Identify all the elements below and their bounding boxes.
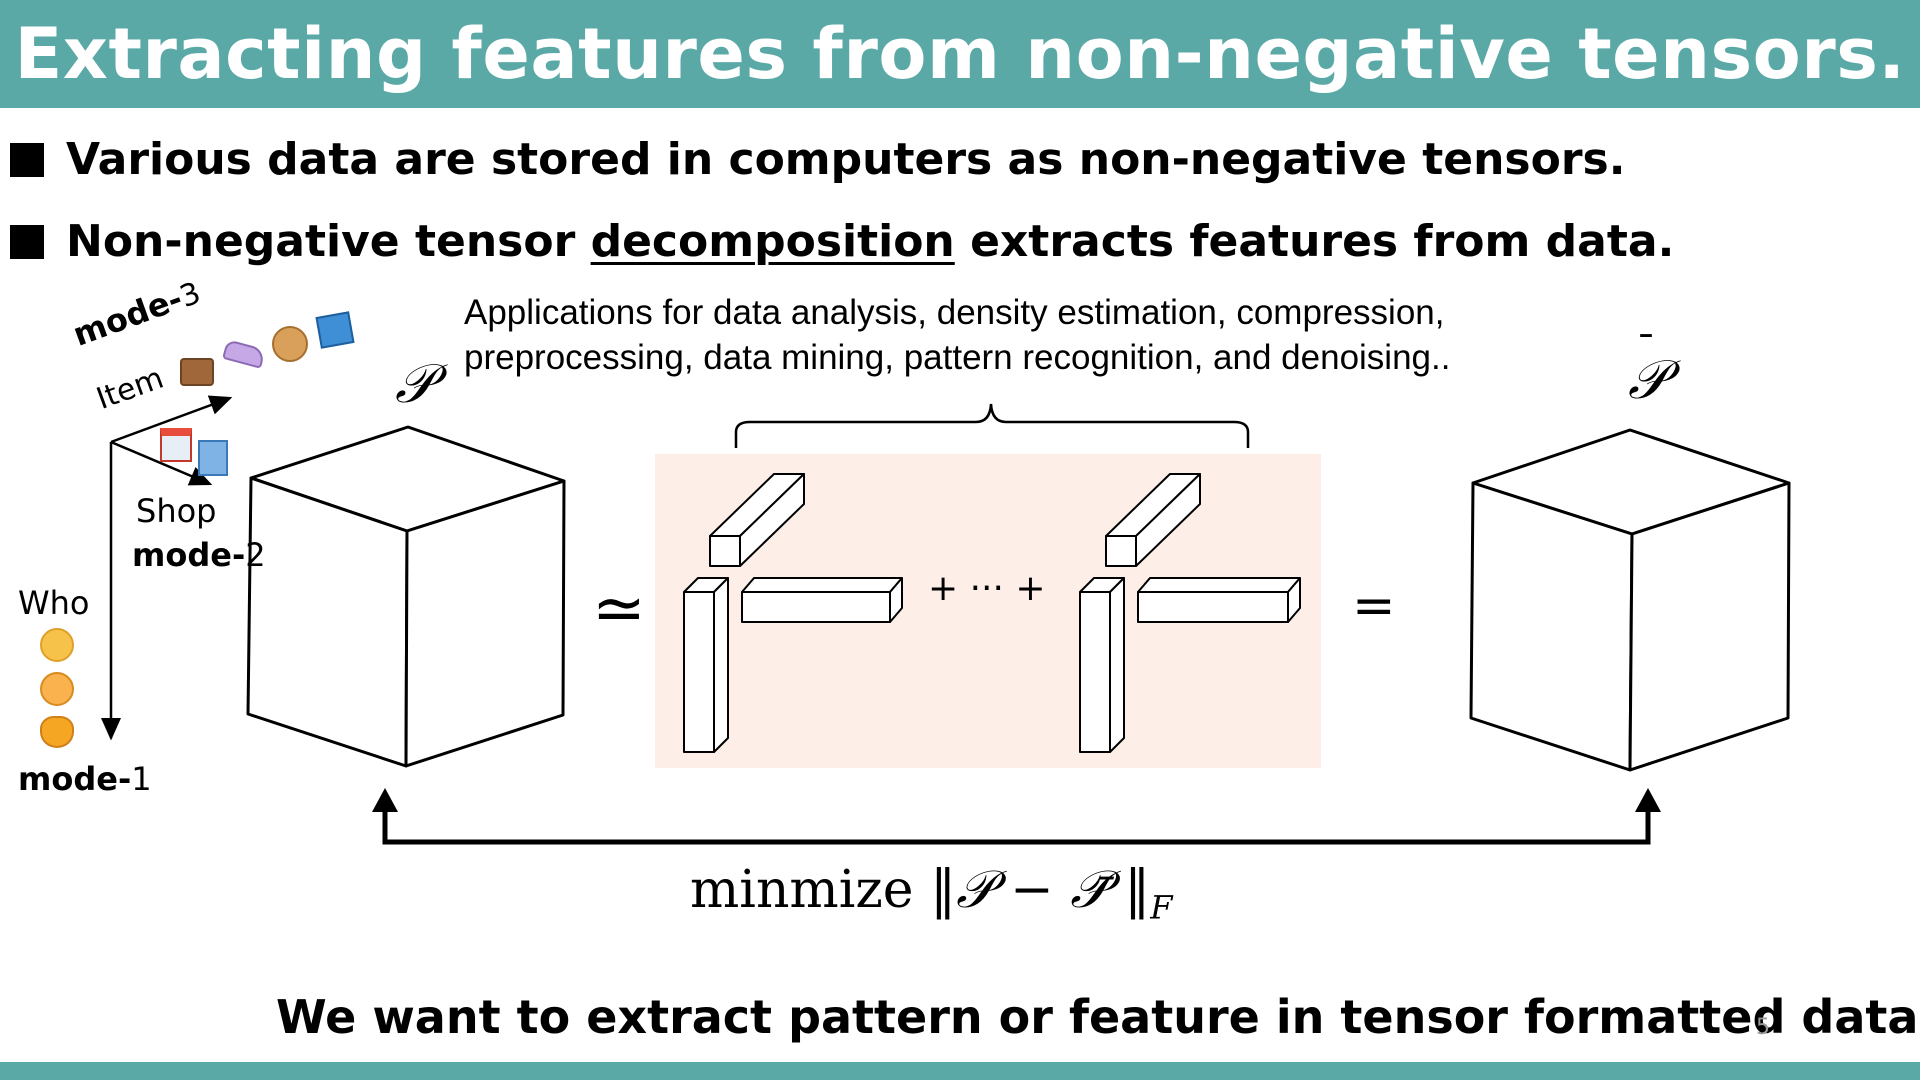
mode-1-num: 1: [131, 760, 152, 798]
applications-line-1: Applications for data analysis, density …: [464, 293, 1445, 332]
mode-2-axis: [110, 440, 213, 486]
objective-minus: −: [993, 860, 1071, 920]
factor-group-1: [683, 473, 903, 753]
curly-brace: [734, 403, 1250, 448]
tensor-p-cube: [246, 425, 566, 768]
mode-axes: [101, 395, 233, 741]
bar-mark: ¯: [1636, 328, 1656, 374]
cookie-icon: [272, 326, 308, 362]
page-number: 5: [1756, 1015, 1770, 1040]
tensor-pbar-cube: [1469, 428, 1791, 772]
mode-3-axis: [110, 395, 233, 444]
store-icon: [160, 428, 192, 462]
handbag-icon: [180, 358, 214, 386]
approx-symbol: ≃: [592, 572, 646, 646]
bullet-square-icon: [10, 142, 44, 177]
norm-close: ‖: [1107, 860, 1151, 920]
arrow-head-left: [372, 788, 398, 812]
objective-prefix: minmize: [690, 860, 931, 920]
mode-1-mode: mode-: [18, 760, 132, 798]
plus-dots-symbol: + ··· +: [928, 568, 1046, 609]
shop-label: Shop: [136, 492, 217, 530]
person-icon: [40, 628, 74, 662]
bullet-1: Various data are stored in computers as …: [10, 134, 1625, 185]
objective-pbar: 𝒫̄: [1070, 860, 1108, 920]
slide-title: Extracting features from non-negative te…: [14, 13, 1906, 95]
factor-group-2: [1079, 473, 1301, 753]
objective-formula: minmize ‖𝒫 − 𝒫̄ ‖F: [690, 860, 1172, 926]
footer-statement: We want to extract pattern or feature in…: [276, 990, 1919, 1044]
bullet-2-underlined: decomposition: [590, 216, 955, 267]
tensor-p-label: 𝒫: [395, 352, 434, 415]
title-bar: Extracting features from non-negative te…: [0, 0, 1920, 108]
arrow-head-right: [1635, 788, 1661, 812]
cat-icon: [40, 716, 74, 748]
bullet-2-text-after: extracts features from data.: [954, 216, 1675, 267]
woman-icon: [40, 672, 74, 706]
mode-2-label: mode-2: [132, 536, 266, 574]
who-label: Who: [18, 584, 90, 622]
bullet-2: Non-negative tensor decomposition extrac…: [10, 216, 1674, 267]
tensor-pbar-symbol: 𝒫: [1628, 348, 1667, 411]
objective-p: 𝒫: [956, 860, 994, 920]
mode-2-num: 2: [245, 536, 266, 574]
applications-line-2: preprocessing, data mining, pattern reco…: [464, 338, 1451, 377]
objective-arrow: [382, 802, 1651, 845]
bullet-1-text: Various data are stored in computers as …: [66, 134, 1626, 185]
applications-text: Applications for data analysis, density …: [464, 290, 1450, 380]
bottom-bar: [0, 1062, 1920, 1080]
equals-symbol: =: [1352, 576, 1396, 636]
shoe-icon: [222, 339, 266, 369]
bullet-square-icon: [10, 224, 44, 259]
building-icon: [198, 440, 228, 476]
tensor-pbar-label: 𝒫 ¯: [1628, 328, 1667, 412]
mode-2-mode: mode-: [132, 536, 246, 574]
norm-subscript: F: [1150, 888, 1173, 927]
bullet-2-text-before: Non-negative tensor: [66, 216, 591, 267]
norm-open: ‖: [930, 860, 957, 920]
mode-1-label: mode-1: [18, 760, 152, 798]
kimono-icon: [315, 311, 355, 349]
